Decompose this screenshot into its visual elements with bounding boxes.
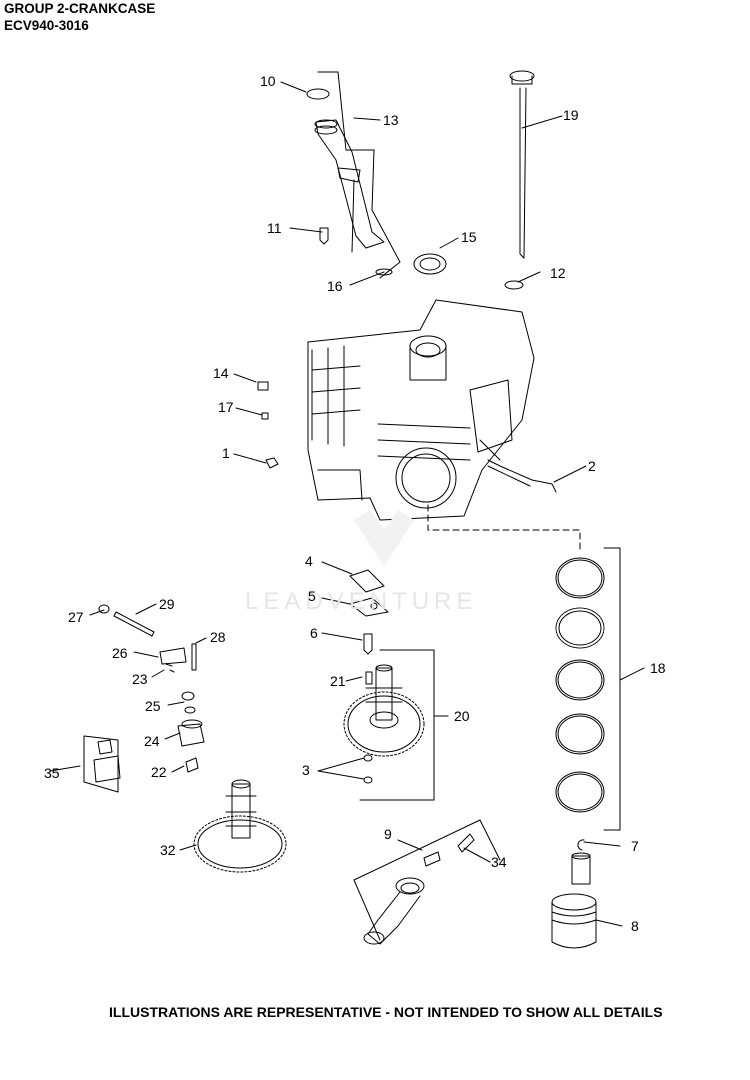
callout-18: 18 bbox=[650, 660, 666, 676]
callout-29: 29 bbox=[159, 596, 175, 612]
callout-24: 24 bbox=[144, 733, 160, 749]
callout-27: 27 bbox=[68, 609, 84, 625]
callout-35: 35 bbox=[44, 765, 60, 781]
callout-17: 17 bbox=[218, 399, 234, 415]
callout-7: 7 bbox=[631, 838, 639, 854]
callout-23: 23 bbox=[132, 671, 148, 687]
callout-6: 6 bbox=[310, 625, 318, 641]
callout-5: 5 bbox=[308, 588, 316, 604]
callout-11: 11 bbox=[267, 220, 282, 236]
callout-12: 12 bbox=[550, 265, 566, 281]
disclaimer-note: ILLUSTRATIONS ARE REPRESENTATIVE - NOT I… bbox=[109, 1004, 663, 1020]
diagram-group-title: GROUP 2-CRANKCASE bbox=[4, 1, 156, 16]
callout-19: 19 bbox=[563, 107, 579, 123]
callout-8: 8 bbox=[631, 918, 639, 934]
callout-20: 20 bbox=[454, 708, 470, 724]
callout-14: 14 bbox=[213, 365, 229, 381]
callout-32: 32 bbox=[160, 842, 176, 858]
callout-21: 21 bbox=[330, 673, 346, 689]
callout-15: 15 bbox=[461, 229, 477, 245]
callout-1: 1 bbox=[222, 445, 230, 461]
callout-13: 13 bbox=[383, 112, 399, 128]
callout-10: 10 bbox=[260, 73, 276, 89]
engine-model-number: ECV940-3016 bbox=[4, 18, 89, 33]
callout-22: 22 bbox=[151, 764, 167, 780]
watermark: LEADVENTURE bbox=[245, 588, 478, 615]
callout-28: 28 bbox=[210, 629, 226, 645]
callout-4: 4 bbox=[305, 553, 313, 569]
callout-26: 26 bbox=[112, 645, 128, 661]
callout-25: 25 bbox=[145, 698, 161, 714]
callout-16: 16 bbox=[327, 278, 343, 294]
callout-9: 9 bbox=[384, 826, 392, 842]
callout-3: 3 bbox=[302, 762, 310, 778]
callout-34: 34 bbox=[491, 854, 507, 870]
callout-2: 2 bbox=[588, 458, 596, 474]
